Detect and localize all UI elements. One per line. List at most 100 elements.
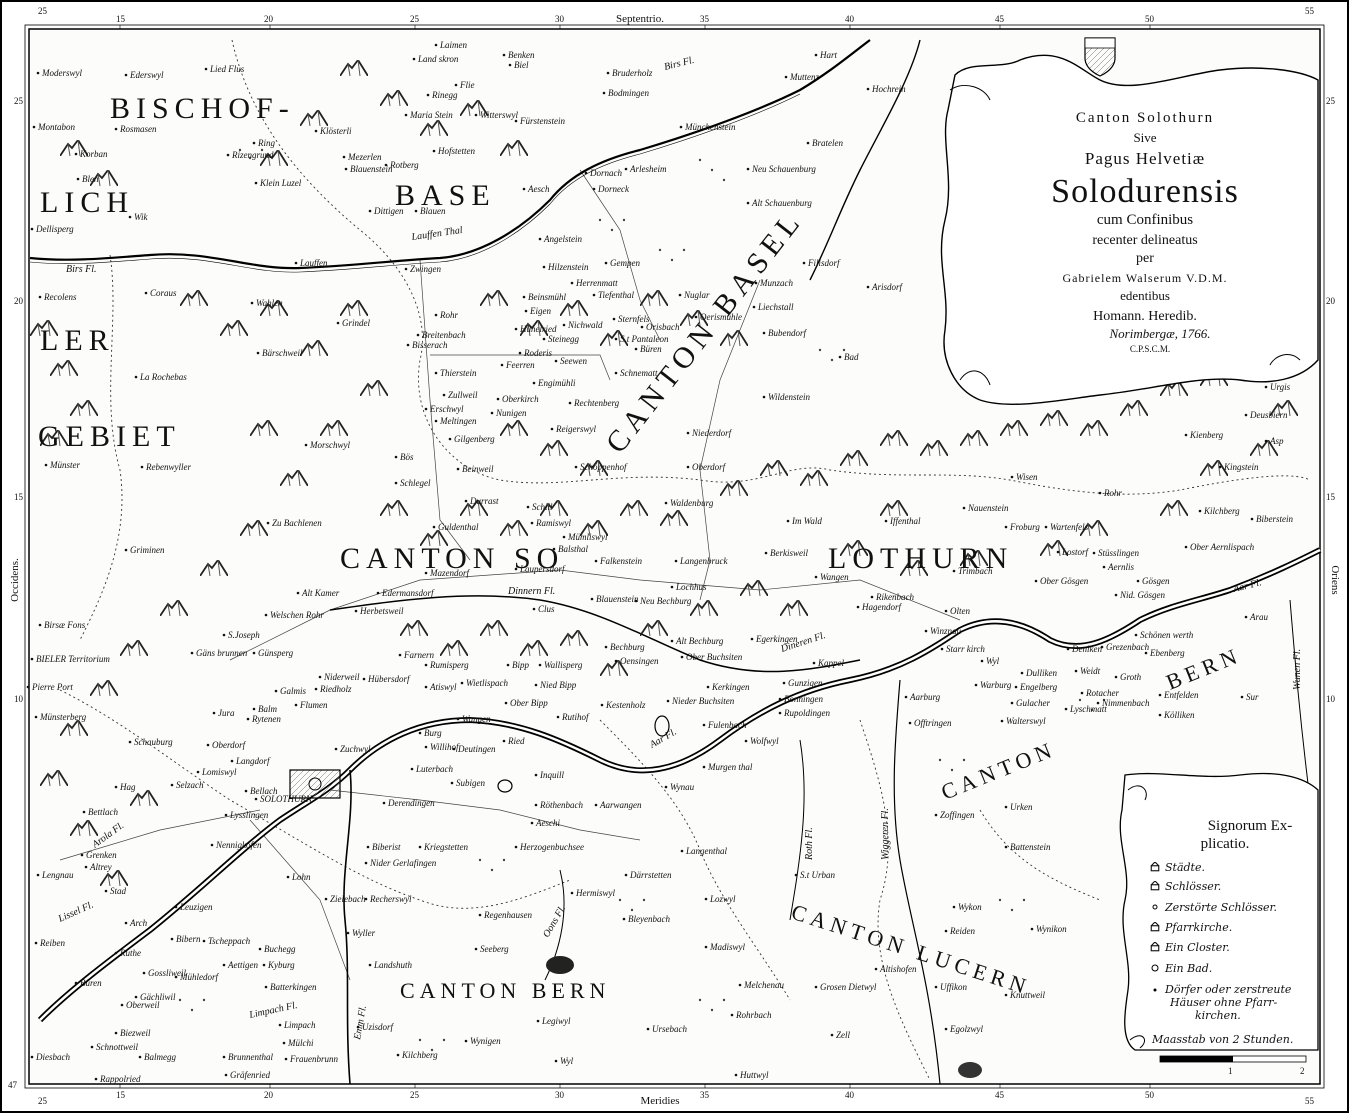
place-label: Witterswyl xyxy=(480,110,518,120)
place-marker xyxy=(526,505,530,509)
place-marker xyxy=(212,711,216,715)
place-marker xyxy=(364,897,368,901)
place-label: Angelstein xyxy=(543,234,582,244)
place-ober-gosgen: Ober Gösgen xyxy=(1034,576,1089,586)
wunen-river xyxy=(1289,599,1311,801)
place-marker xyxy=(606,71,610,75)
svg-text:20: 20 xyxy=(14,296,24,306)
place-marker xyxy=(622,917,626,921)
place-nennigkofen: Nennigkofen xyxy=(210,840,262,850)
lat-ticks-right: 25 20 15 10 xyxy=(1326,96,1336,704)
place-label: Berkisweil xyxy=(770,548,808,558)
place-marker xyxy=(592,187,596,191)
place-label: Flumen xyxy=(299,700,328,710)
place-marker xyxy=(1264,385,1268,389)
place-marker xyxy=(614,371,618,375)
place-marker xyxy=(398,653,402,657)
place-marker xyxy=(1044,525,1048,529)
emme-river xyxy=(343,769,352,1085)
place-buren: Büren xyxy=(74,978,102,988)
place-label: Murgen thal xyxy=(707,762,753,772)
place-label: SOLOTHURN xyxy=(260,794,313,804)
place-birsae-fons: Birsæ Fons xyxy=(38,620,86,630)
place-ober-bipp: Ober Bipp xyxy=(504,698,548,708)
place-marker xyxy=(884,519,888,523)
place-neu-schauenburg: Neu Schauenburg xyxy=(746,164,816,174)
place-biberist: Biberist xyxy=(366,842,401,852)
region-gebiet: GEBIET xyxy=(38,420,181,453)
place-gachliwil: Gächliwil xyxy=(134,992,176,1002)
place-label: Blauenstein xyxy=(596,594,639,604)
place-engelberg: Engelberg xyxy=(1014,682,1058,692)
place-label: Zuchwyl xyxy=(340,744,371,754)
place-bechburg: Bechburg xyxy=(604,642,645,652)
legend-item-pfarrkirche: Pfarrkirche. xyxy=(1164,921,1232,934)
svg-text:50: 50 xyxy=(1145,1090,1155,1100)
place-burg: Burg xyxy=(418,728,442,738)
place-oensingen: Oensingen xyxy=(614,656,659,666)
place-label: Uzisdorf xyxy=(362,1022,395,1032)
place-legiwyl: Legiwyl xyxy=(536,1016,571,1026)
place-lyschmatt: Lyschmatt xyxy=(1064,704,1107,714)
place-label: Mühledorf xyxy=(179,972,219,982)
place-label: Rinegg xyxy=(431,90,458,100)
place-label: Schnottweil xyxy=(96,1042,138,1052)
place-marker xyxy=(434,43,438,47)
place-klosterli: Klösterli xyxy=(314,126,352,136)
place-uffikon: Uffikon xyxy=(934,982,967,992)
place-marker xyxy=(806,141,810,145)
place-marker xyxy=(1114,593,1118,597)
svg-text:20: 20 xyxy=(264,1090,274,1100)
place-marker xyxy=(532,607,536,611)
place-label: Birsæ Fons xyxy=(44,620,86,630)
place-marker xyxy=(452,747,456,751)
place-asp: Asp xyxy=(1264,436,1284,446)
place-label: Batterkingen xyxy=(270,982,317,992)
place-marker xyxy=(230,759,234,763)
place-blauenstein: Blauenstein xyxy=(590,594,639,604)
place-rizengrund: Rizengrund xyxy=(226,150,274,160)
place-marker xyxy=(952,569,956,573)
place-label: Kriegstetten xyxy=(423,842,468,852)
place-wyl-n: Wyl xyxy=(980,656,1000,666)
place-marker xyxy=(252,651,256,655)
place-label: Nimmenbach xyxy=(1101,698,1150,708)
place-label: Uffikon xyxy=(940,982,967,992)
place-label: Neu Bechburg xyxy=(639,596,692,606)
place-dornach: Dornach xyxy=(584,168,622,178)
place-marker xyxy=(624,167,628,171)
place-label: Korban xyxy=(79,149,108,159)
place-rechtenberg: Rechtenberg xyxy=(568,398,620,408)
place-marker xyxy=(762,395,766,399)
place-mariastein: Maria Stein xyxy=(404,110,453,120)
svg-text:47: 47 xyxy=(8,1080,18,1090)
place-label: Nichwald xyxy=(567,320,603,330)
place-marker xyxy=(584,171,588,175)
place-selzach: Selzach xyxy=(170,780,204,790)
place-label: Hart xyxy=(819,50,838,60)
roth-river xyxy=(789,739,805,921)
label-roth: Roth Fl. xyxy=(804,827,815,861)
place-marker xyxy=(532,381,536,385)
place-label: Beinsmühl xyxy=(528,292,566,302)
place-label: Nied Bipp xyxy=(539,680,577,690)
place-label: Niederdorf xyxy=(691,428,733,438)
place-breitenbach: Breitenbach xyxy=(416,330,466,340)
place-marker xyxy=(294,261,298,265)
place-label: Kerkingen xyxy=(711,682,750,692)
place-marker xyxy=(500,363,504,367)
place-label: Klein Luzel xyxy=(259,178,302,188)
svg-text:35: 35 xyxy=(700,1090,710,1100)
place-marker xyxy=(286,875,290,879)
place-korban: Korban xyxy=(74,149,108,159)
place-label: Rizengrund xyxy=(231,150,274,160)
place-marker xyxy=(424,663,428,667)
place-buren-n: Büren xyxy=(634,344,662,354)
place-marker xyxy=(174,905,178,909)
place-label: Zell xyxy=(836,1030,851,1040)
place-flumen: Flumen xyxy=(294,700,328,710)
place-label: Legiwyl xyxy=(541,1016,571,1026)
place-ried: Ried xyxy=(502,736,525,746)
solothurn-city xyxy=(289,769,341,799)
place-label: Bärschweil xyxy=(262,348,303,358)
